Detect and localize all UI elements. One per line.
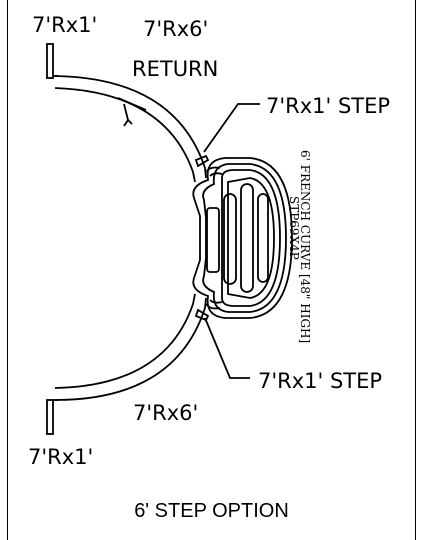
basin-lane-4 <box>257 193 269 283</box>
top-end-post <box>46 43 54 79</box>
leader-bottom-step <box>204 317 250 379</box>
basin-lane-1 <box>206 207 220 273</box>
frame-left-border <box>7 0 8 540</box>
basin-lane-2 <box>223 193 237 285</box>
drawing-caption: 6' STEP OPTION <box>134 500 289 522</box>
label-top-end: 7'Rx1' <box>32 13 97 37</box>
outer-rail-arc <box>54 75 207 401</box>
step-bottom-stub <box>194 308 210 322</box>
basin-outline-2 <box>202 163 287 313</box>
label-bottom-end: 7'Rx1' <box>28 445 93 469</box>
basin-outline-4 <box>227 177 275 299</box>
label-top-middle-line2: RETURN <box>132 57 218 81</box>
label-model-code: STP69X4P <box>287 196 301 260</box>
inner-rail-arc <box>54 87 196 389</box>
basin-lane-3 <box>240 183 254 293</box>
basin-outline-3 <box>221 169 281 307</box>
step-top-stub <box>194 154 210 168</box>
basin-outline-1 <box>192 157 293 319</box>
label-step-bottom: 7'Rx1' STEP <box>258 369 382 393</box>
frame-right-border <box>415 0 416 540</box>
label-bottom-middle: 7'Rx6' <box>133 401 198 425</box>
basin-guide-top <box>205 166 223 177</box>
label-model-name: 6' FRENCH CURVE [48" HIGH] <box>298 150 312 343</box>
leader-top-step <box>203 103 260 153</box>
bottom-end-post <box>46 399 54 435</box>
return-detail <box>117 97 147 127</box>
label-step-top: 7'Rx1' STEP <box>266 94 390 118</box>
basin-guide-bottom <box>205 299 223 310</box>
label-top-middle-line1: 7'Rx6' <box>143 17 208 41</box>
